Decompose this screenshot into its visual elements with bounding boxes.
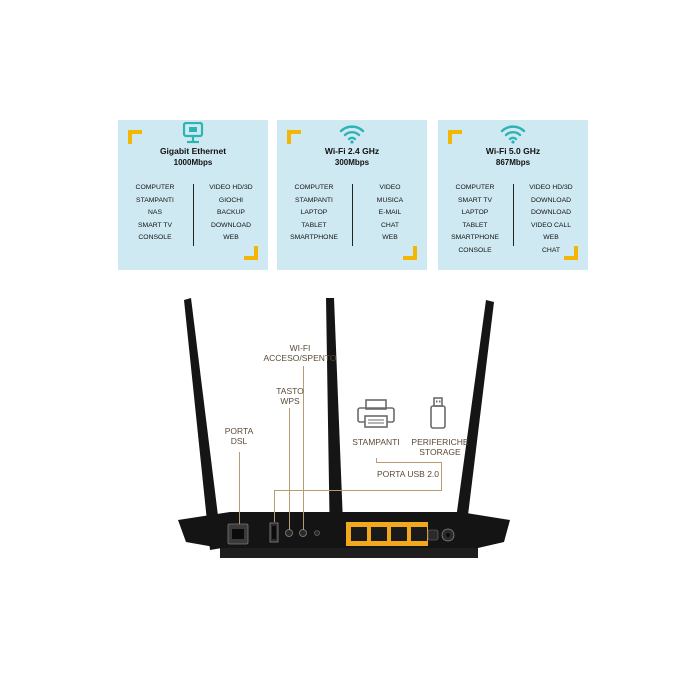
router-base: [220, 548, 478, 558]
card-devices: COMPUTER STAMPANTI LAPTOP TABLET SMARTPH…: [279, 182, 349, 245]
card-speed: 867Mbps: [495, 158, 531, 167]
column-divider: [352, 184, 353, 246]
list-item: CONSOLE: [458, 246, 492, 254]
callout-line-usb-up: [441, 462, 442, 491]
label-wps: TASTO WPS: [260, 386, 320, 406]
list-item: SMARTPHONE: [290, 234, 338, 241]
lan-port: [351, 527, 367, 541]
usb-stick-icon: [430, 397, 446, 429]
list-item: NAS: [148, 209, 162, 216]
ethernet-icon: [182, 122, 204, 144]
label-dsl: PORTA DSL: [214, 426, 264, 446]
label-text: PORTA: [224, 426, 254, 436]
list-item: COMPUTER: [135, 184, 175, 191]
callout-line-usb-horizontal: [274, 490, 442, 491]
list-item: E-MAIL: [378, 209, 402, 216]
card-title: Wi-Fi 2.4 GHz: [324, 146, 380, 156]
list-item: GIOCHI: [218, 196, 244, 204]
list-item: WEB: [543, 234, 559, 241]
wifi-icon: [339, 125, 365, 144]
list-item: BACKUP: [217, 209, 245, 216]
list-item: DOWNLOAD: [530, 209, 572, 216]
antenna-right: [452, 300, 494, 548]
card-wifi-24: Wi-Fi 2.4 GHz 300Mbps COMPUTER STAMPANTI…: [277, 120, 427, 270]
card-title: Wi-Fi 5.0 GHz: [485, 146, 541, 156]
list-item: STAMPANTI: [295, 196, 333, 204]
callout-line-wps: [289, 408, 290, 530]
callout-line-usb-join: [376, 462, 442, 463]
reset-button: [314, 530, 320, 536]
card-uses: VIDEO HD/3D DOWNLOAD DOWNLOAD VIDEO CALL…: [516, 182, 586, 257]
card-devices: COMPUTER STAMPANTI NAS SMART TV CONSOLE: [120, 182, 190, 245]
card-corner: [448, 130, 462, 144]
list-item: SMARTPHONE: [451, 234, 499, 241]
card-speed: 1000Mbps: [173, 158, 213, 167]
printer-icon: [357, 399, 395, 428]
card-uses: VIDEO HD/3D GIOCHI BACKUP DOWNLOAD WEB: [196, 182, 266, 245]
list-item: WEB: [223, 234, 239, 241]
label-text: DSL: [230, 436, 248, 446]
card-speed: 300Mbps: [334, 158, 370, 167]
wifi-icon: [500, 125, 526, 144]
card-corner: [128, 130, 142, 144]
card-uses: VIDEO MUSICA E-MAIL CHAT WEB: [355, 182, 425, 245]
callout-line-dsl: [239, 452, 240, 524]
label-text: STORAGE: [419, 447, 461, 457]
card-corner: [244, 246, 258, 260]
antenna-center: [326, 298, 344, 548]
card-title: Gigabit Ethernet: [159, 146, 227, 156]
label-text: ACCESO/SPENTO: [263, 353, 337, 363]
list-item: VIDEO CALL: [530, 221, 572, 229]
card-corner: [403, 246, 417, 260]
card-corner: [564, 246, 578, 260]
lan-port: [411, 527, 427, 541]
label-text: WI-FI: [289, 343, 311, 353]
label-wifi-toggle: WI-FI ACCESO/SPENTO: [250, 343, 350, 363]
power-switch: [427, 529, 439, 541]
list-item: LAPTOP: [300, 209, 328, 216]
list-item: SMART TV: [458, 196, 492, 204]
list-item: COMPUTER: [455, 184, 495, 191]
card-wifi-50: Wi-Fi 5.0 GHz 867Mbps COMPUTER SMART TV …: [438, 120, 588, 270]
callout-line-printer: [376, 458, 377, 463]
list-item: TABLET: [301, 221, 327, 229]
antenna-left: [184, 298, 222, 550]
list-item: STAMPANTI: [136, 196, 174, 204]
label-storage: PERIFERICHE STORAGE: [405, 437, 475, 457]
label-text: WPS: [280, 396, 300, 406]
card-devices: COMPUTER SMART TV LAPTOP TABLET SMARTPHO…: [440, 182, 510, 257]
label-text: STAMPANTI: [352, 437, 400, 447]
list-item: COMPUTER: [294, 184, 334, 191]
list-item: WEB: [382, 234, 398, 241]
list-item: CONSOLE: [138, 234, 172, 241]
list-item: SMART TV: [138, 221, 172, 229]
list-item: DOWNLOAD: [530, 196, 572, 204]
lan-port: [371, 527, 387, 541]
lan-port: [391, 527, 407, 541]
wps-button: [285, 529, 293, 537]
list-item: MUSICA: [376, 196, 404, 204]
list-item: VIDEO: [379, 184, 401, 191]
card-gigabit-ethernet: Gigabit Ethernet 1000Mbps COMPUTER STAMP…: [118, 120, 268, 270]
list-item: TABLET: [462, 221, 488, 229]
label-usb-port: PORTA USB 2.0: [368, 469, 448, 479]
list-item: DOWNLOAD: [210, 221, 252, 229]
wifi-button: [299, 529, 307, 537]
card-corner: [287, 130, 301, 144]
column-divider: [193, 184, 194, 246]
list-item: VIDEO HD/3D: [529, 184, 573, 191]
callout-line-usb-vertical: [274, 490, 275, 522]
label-text: PERIFERICHE: [411, 437, 469, 447]
list-item: LAPTOP: [461, 209, 489, 216]
callout-line-wifi: [303, 366, 304, 530]
list-item: CHAT: [542, 246, 560, 254]
list-item: CHAT: [381, 221, 399, 229]
label-text: PORTA USB 2.0: [376, 469, 440, 479]
label-printers: STAMPANTI: [346, 437, 406, 447]
list-item: VIDEO HD/3D: [209, 184, 253, 191]
column-divider: [513, 184, 514, 246]
label-text: TASTO: [276, 386, 304, 396]
